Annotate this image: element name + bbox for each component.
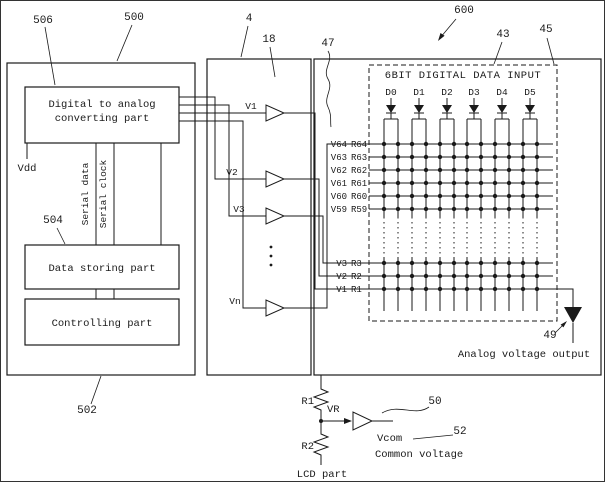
lcd-part-label: LCD part (297, 469, 347, 481)
row-r59: R59 (351, 205, 367, 215)
input-d3: D3 (468, 87, 480, 98)
ref-47: 47 (321, 38, 334, 50)
arrowhead-600 (438, 33, 445, 41)
ladder-row-labels: V64 R64 V63 R63 V62 R62 V61 R61 V60 R60 … (331, 140, 367, 295)
ref-506: 506 (33, 15, 53, 27)
r1-label: R1 (301, 396, 314, 408)
analog-output (553, 288, 582, 343)
row-v3: V3 (336, 259, 347, 269)
leader-47-squiggle (325, 50, 332, 128)
output-buffer-triangle (564, 307, 582, 323)
vr-label: VR (327, 404, 340, 416)
resistor-r2 (312, 431, 330, 458)
buffer-block (206, 58, 312, 376)
controlling-box (24, 298, 180, 346)
buffer-v3 (265, 207, 286, 225)
left-block-wiring (26, 143, 162, 299)
controlling-label: Controlling part (52, 318, 153, 330)
digital-input-dashed-box (368, 64, 558, 322)
row-v1: V1 (336, 285, 347, 295)
input-transistors (384, 98, 537, 120)
vr-arrowhead (344, 418, 352, 424)
row-v2: V2 (336, 272, 347, 282)
ref-502: 502 (77, 405, 97, 417)
ref-52: 52 (453, 426, 466, 438)
row-r1: R1 (351, 285, 362, 295)
ref-50: 50 (428, 396, 441, 408)
dac-label-line1: Digital to analog (48, 99, 155, 111)
ref-49: 49 (543, 330, 556, 342)
leader-50-squiggle (381, 406, 430, 414)
buffer-vn-label: Vn (229, 296, 240, 307)
data-storing-label: Data storing part (48, 263, 155, 275)
row-v63: V63 (331, 153, 347, 163)
row-r60: R60 (351, 192, 367, 202)
buffer-v2 (265, 170, 286, 188)
input-d2: D2 (441, 87, 453, 98)
buffer-v2-label: V2 (226, 167, 238, 178)
ref-600: 600 (454, 5, 474, 17)
vcom-buffer (352, 411, 374, 431)
ladder-dots (381, 141, 540, 292)
serial-clock-label: Serial clock (98, 160, 109, 229)
ref-504: 504 (43, 215, 63, 227)
row-r2: R2 (351, 272, 362, 282)
ref-18: 18 (262, 34, 275, 46)
dac-label-line2: converting part (55, 113, 150, 125)
row-r63: R63 (351, 153, 367, 163)
ladder-block (313, 58, 602, 376)
resistor-r1 (312, 386, 330, 413)
output-buffers (265, 104, 286, 317)
digital-input-title: 6BIT DIGITAL DATA INPUT (385, 70, 541, 82)
row-v62: V62 (331, 166, 347, 176)
analog-output-label: Analog voltage output (458, 349, 590, 361)
digital-input-labels: D0 D1 D2 D3 D4 D5 (385, 87, 536, 98)
input-d0: D0 (385, 87, 397, 98)
row-r62: R62 (351, 166, 367, 176)
ladder-columns (383, 119, 538, 311)
buffer-v3-label: V3 (233, 204, 245, 215)
r2-label: R2 (301, 441, 314, 453)
buffer-vn (265, 299, 286, 317)
divider-wiring (312, 375, 393, 465)
reference-leaders (44, 18, 567, 440)
row-r3: R3 (351, 259, 362, 269)
dac-box (24, 86, 180, 144)
buffer-v1 (265, 104, 286, 122)
input-d1: D1 (413, 87, 425, 98)
row-v60: V60 (331, 192, 347, 202)
data-storing-box (24, 244, 180, 290)
ref-500: 500 (124, 12, 144, 24)
dac-output-wiring (179, 96, 266, 309)
ref-4: 4 (246, 13, 253, 25)
row-r64: R64 (351, 140, 367, 150)
ref-43: 43 (496, 29, 509, 41)
input-d5: D5 (524, 87, 536, 98)
ladder-row-lines (369, 143, 553, 290)
driver-control-block (6, 62, 196, 376)
vcom-label: Vcom (377, 433, 402, 445)
ref-45: 45 (539, 24, 552, 36)
row-v64: V64 (331, 140, 347, 150)
row-r61: R61 (351, 179, 367, 189)
common-voltage-label: Common voltage (375, 449, 463, 461)
buffer-v1-label: V1 (245, 101, 257, 112)
row-v61: V61 (331, 179, 347, 189)
serial-data-label: Serial data (80, 162, 91, 225)
buffer-to-ladder-wiring (284, 112, 369, 309)
arrowhead-49 (560, 321, 567, 328)
vdd-label: Vdd (18, 163, 37, 175)
input-d4: D4 (496, 87, 508, 98)
row-v59: V59 (331, 205, 347, 215)
